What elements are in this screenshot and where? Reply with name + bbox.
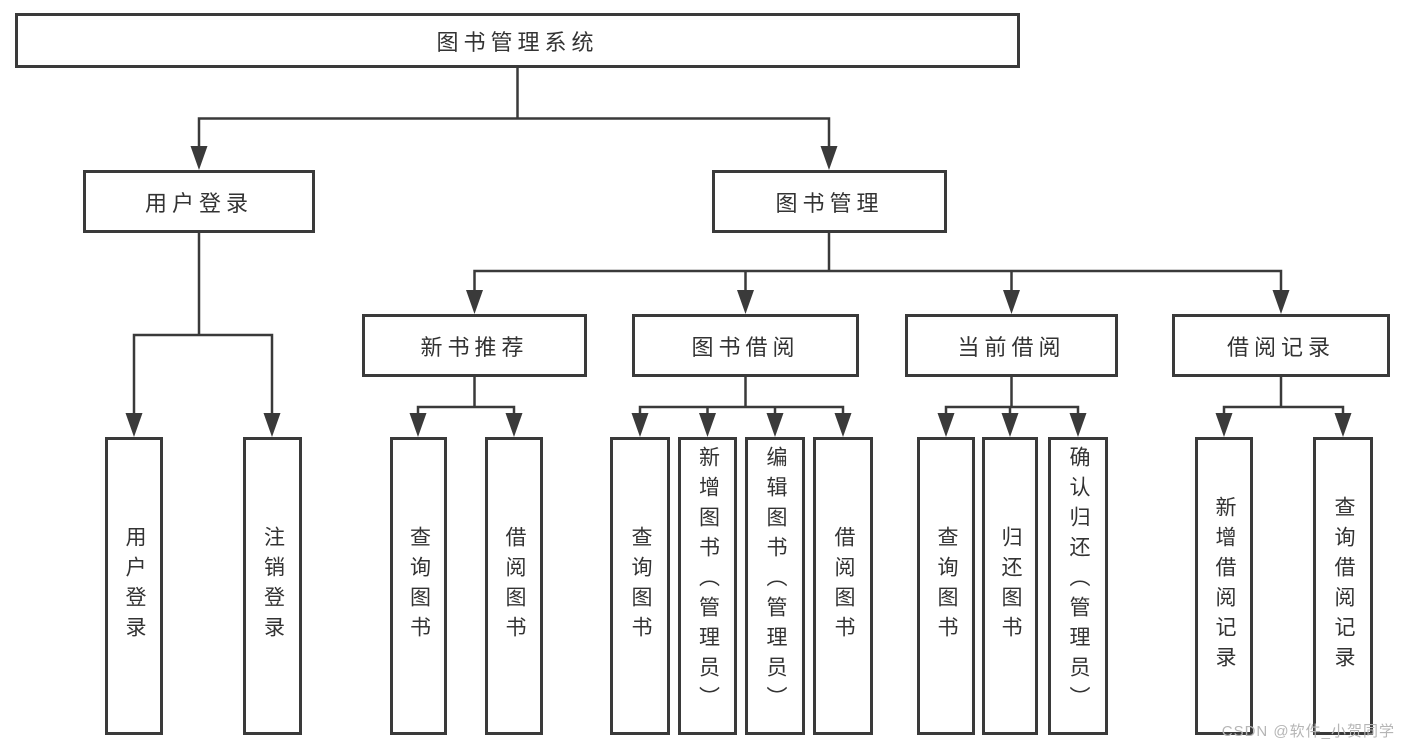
- leaf-logout-label: 注销登录: [261, 526, 285, 646]
- leaf-query-books-current: 查询图书: [917, 437, 975, 735]
- leaf-user-login: 用户登录: [105, 437, 163, 735]
- leaf-query-books-borrowing: 查询图书: [610, 437, 670, 735]
- leaf-add-book-admin: 新增图书（管理员）: [678, 437, 737, 735]
- leaf-user-login-label: 用户登录: [123, 526, 147, 646]
- leaf-query-books-borrowing-label: 查询图书: [629, 526, 653, 646]
- leaf-query-books-current-label: 查询图书: [935, 526, 959, 646]
- leaf-borrow-books-borrowing: 借阅图书: [813, 437, 873, 735]
- leaf-query-books-recommend-label: 查询图书: [407, 526, 431, 646]
- node-book-borrowing-label: 图书借阅: [691, 334, 800, 360]
- leaf-edit-book-admin: 编辑图书（管理员）: [745, 437, 805, 735]
- leaf-logout: 注销登录: [243, 437, 302, 735]
- node-new-book-recommend-label: 新书推荐: [420, 334, 529, 360]
- node-book-borrowing: 图书借阅: [632, 314, 859, 377]
- leaf-query-borrow-record: 查询借阅记录: [1313, 437, 1373, 735]
- leaf-add-borrow-record: 新增借阅记录: [1195, 437, 1253, 735]
- node-current-borrowing-label: 当前借阅: [957, 334, 1066, 360]
- connector-path: [132, 66, 1345, 418]
- leaf-edit-book-admin-label: 编辑图书（管理员）: [764, 446, 788, 716]
- node-borrowing-records: 借阅记录: [1172, 314, 1390, 377]
- leaf-query-books-recommend: 查询图书: [390, 437, 447, 735]
- node-root: 图书管理系统: [15, 13, 1020, 68]
- leaf-return-books-label: 归还图书: [999, 526, 1023, 646]
- node-borrowing-records-label: 借阅记录: [1226, 334, 1335, 360]
- node-user-login-module: 用户登录: [83, 170, 315, 233]
- node-user-login-module-label: 用户登录: [144, 190, 253, 216]
- leaf-add-book-admin-label: 新增图书（管理员）: [696, 446, 720, 716]
- leaf-query-borrow-record-label: 查询借阅记录: [1332, 496, 1356, 676]
- leaf-add-borrow-record-label: 新增借阅记录: [1213, 496, 1237, 676]
- leaf-confirm-return-admin: 确认归还（管理员）: [1048, 437, 1108, 735]
- leaf-borrow-books-borrowing-label: 借阅图书: [832, 526, 856, 646]
- leaf-return-books: 归还图书: [982, 437, 1038, 735]
- leaf-borrow-books-recommend-label: 借阅图书: [503, 526, 527, 646]
- leaf-confirm-return-admin-label: 确认归还（管理员）: [1067, 446, 1091, 716]
- leaf-borrow-books-recommend: 借阅图书: [485, 437, 543, 735]
- node-new-book-recommend: 新书推荐: [362, 314, 587, 377]
- node-book-management-label: 图书管理: [775, 190, 884, 216]
- node-book-management: 图书管理: [712, 170, 947, 233]
- node-current-borrowing: 当前借阅: [905, 314, 1118, 377]
- arrowheads: [125, 146, 1352, 437]
- node-root-label: 图书管理系统: [436, 29, 599, 55]
- watermark: CSDN @软件_小贺同学: [1221, 723, 1395, 740]
